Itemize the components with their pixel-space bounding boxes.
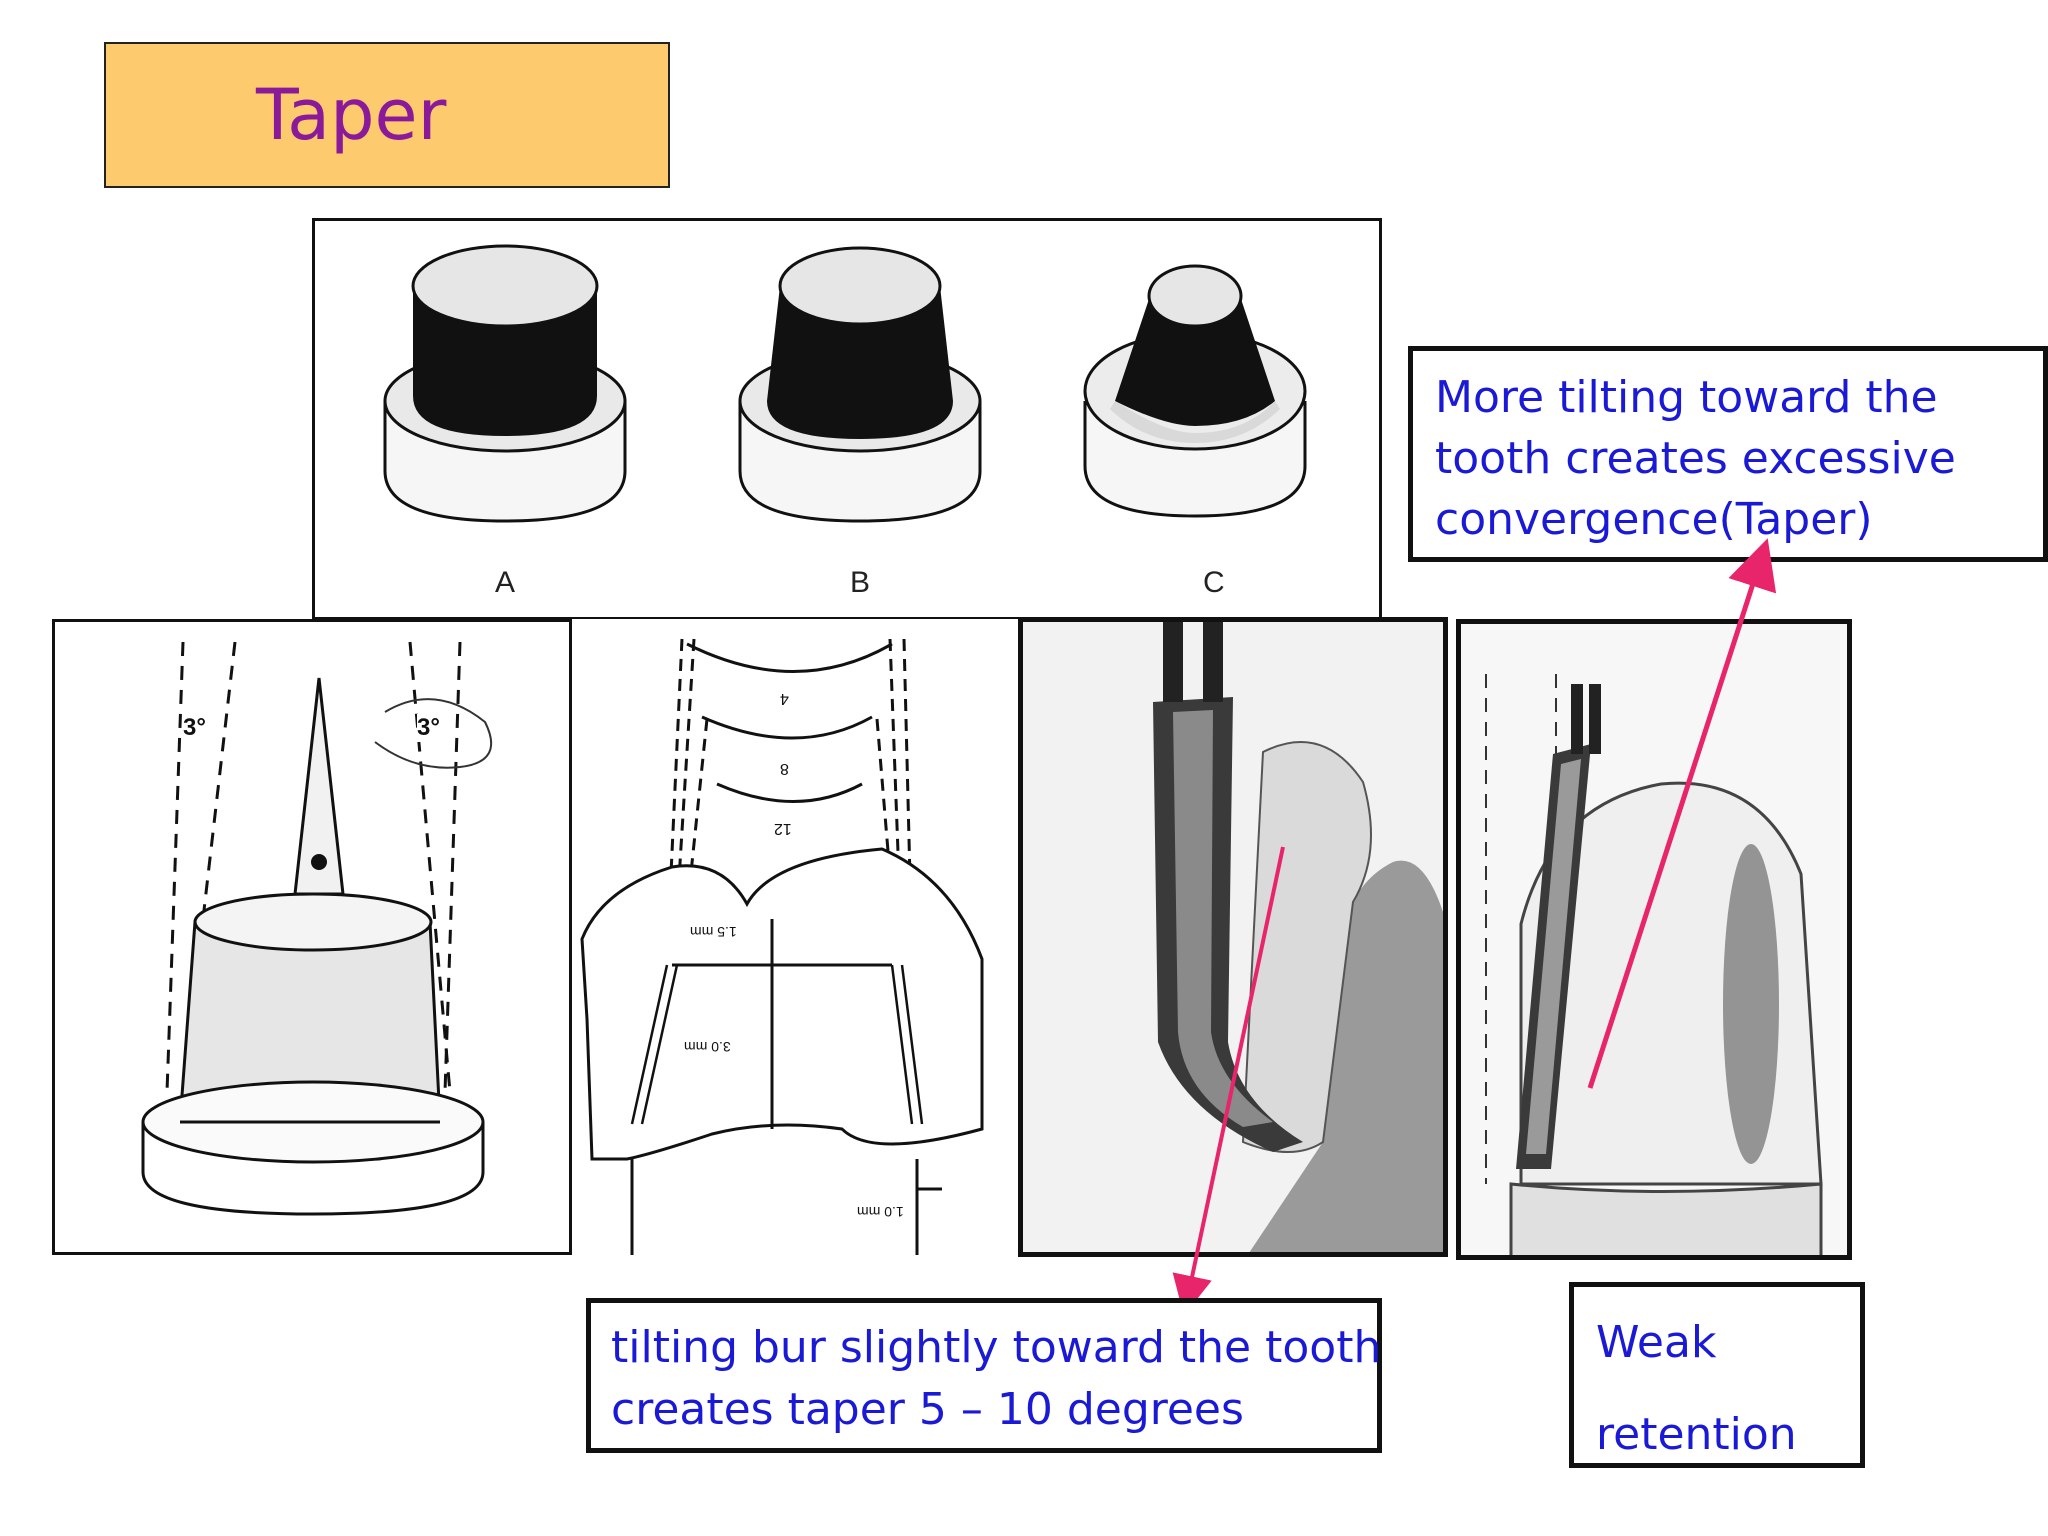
- title-box: Taper: [104, 42, 670, 188]
- prep-a: [383, 244, 627, 523]
- dim-1-5mm: 1.5 mm: [690, 924, 737, 940]
- slide-title: Taper: [256, 74, 447, 156]
- figure-cross-section: 4 8 12 1.5 mm 3.0 mm 1.0 mm: [572, 619, 1018, 1255]
- angle-8: 8: [780, 760, 789, 777]
- angles-drawing: [141, 641, 493, 1216]
- figure-bur-excessive: [1456, 619, 1852, 1260]
- label-b: B: [850, 566, 871, 599]
- dim-1-0mm: 1.0 mm: [857, 1204, 904, 1220]
- preparations-drawing: [383, 244, 1307, 523]
- bur-slight-drawing: [1023, 622, 1443, 1252]
- figure-preparations: A B C: [312, 218, 1382, 620]
- figure-angles: 3° 3°: [52, 619, 572, 1255]
- label-a: A: [495, 566, 516, 599]
- angle-12: 12: [774, 820, 792, 837]
- label-c: C: [1203, 566, 1225, 599]
- angle-label-right: 3°: [417, 714, 440, 742]
- callout-weak-retention-line2: retention: [1596, 1409, 1797, 1460]
- prep-c: [1083, 264, 1307, 518]
- cross-section-drawing: [580, 638, 984, 1255]
- callout-more-tilting-line2: tooth creates excessive: [1435, 433, 1956, 484]
- bur-excessive-drawing: [1461, 624, 1847, 1255]
- callout-tilting-slightly-line2: creates taper 5 – 10 degrees: [611, 1384, 1244, 1435]
- callout-tilting-slightly-line1: tilting bur slightly toward the tooth: [611, 1322, 1382, 1373]
- callout-weak-retention-line1: Weak: [1596, 1317, 1717, 1368]
- figure-bur-slight: [1018, 617, 1448, 1257]
- callout-weak-retention: Weak retention: [1569, 1282, 1865, 1468]
- angle-label-left: 3°: [183, 714, 206, 742]
- callout-more-tilting-line1: More tilting toward the: [1435, 372, 1938, 423]
- prep-b: [738, 246, 982, 523]
- dim-3-0mm: 3.0 mm: [684, 1039, 731, 1055]
- callout-more-tilting-line3: convergence(Taper): [1435, 494, 1873, 545]
- angle-4: 4: [780, 690, 789, 707]
- callout-more-tilting: More tilting toward the tooth creates ex…: [1408, 346, 2048, 562]
- callout-tilting-slightly: tilting bur slightly toward the tooth cr…: [586, 1298, 1382, 1453]
